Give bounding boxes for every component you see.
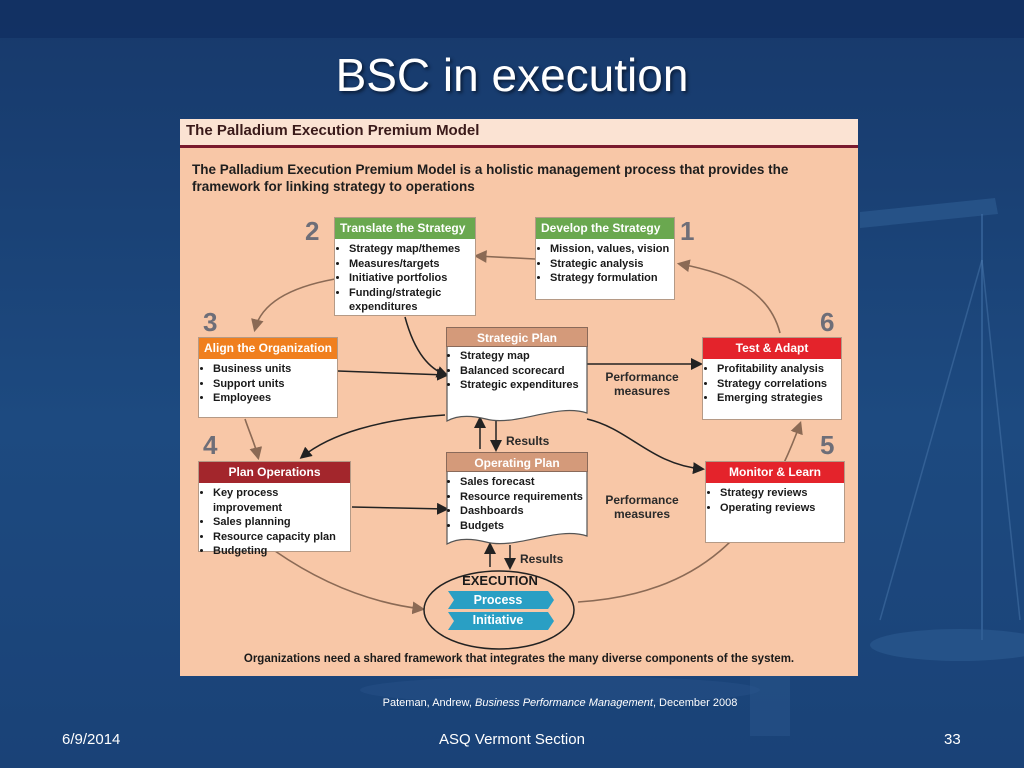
- performance-measures-bottom-line1: Performance: [605, 493, 679, 507]
- test-adapt-list: Profitability analysisStrategy correlati…: [703, 362, 841, 406]
- align-organization-title: Align the Organization: [199, 338, 337, 359]
- operating-plan-list: Sales forecastResource requirementsDashb…: [446, 475, 583, 533]
- step-number-3: 3: [203, 307, 218, 337]
- list-item: Dashboards: [460, 504, 583, 519]
- plan-operations-box: Plan Operations Key process improvementS…: [198, 461, 351, 557]
- plan-operations-title: Plan Operations: [199, 462, 350, 483]
- palladium-figure: The Palladium Execution Premium Model Th…: [180, 119, 858, 676]
- list-item: Strategy map: [460, 349, 579, 364]
- list-item: Mission, values, vision: [550, 242, 674, 257]
- list-item: Balanced scorecard: [460, 364, 579, 379]
- list-item: Resource requirements: [460, 490, 583, 505]
- strategic-plan-shape: [446, 327, 588, 423]
- performance-measures-top-line2: measures: [613, 384, 671, 398]
- test-adapt-box: Test & Adapt Profitability analysisStrat…: [702, 337, 842, 420]
- plan-operations-list: Key process improvementSales planningRes…: [199, 486, 350, 559]
- translate-strategy-list: Strategy map/themesMeasures/targetsIniti…: [335, 242, 475, 315]
- operating-plan-title: Operating Plan: [446, 452, 588, 472]
- list-item: Sales forecast: [460, 475, 583, 490]
- list-item: Support units: [213, 377, 337, 392]
- caption-author: Pateman, Andrew,: [382, 697, 475, 709]
- execution-title: EXECUTION: [462, 573, 538, 588]
- step-number-4: 4: [203, 430, 218, 460]
- list-item: Key process improvement: [213, 486, 350, 515]
- list-item: Strategic analysis: [550, 257, 674, 272]
- step-number-2: 2: [305, 216, 320, 246]
- translate-strategy-title: Translate the Strategy: [335, 218, 475, 239]
- performance-measures-top-line1: Performance: [605, 370, 679, 384]
- figure-bottom-note: Organizations need a shared framework th…: [243, 653, 795, 665]
- step-number-1: 1: [680, 216, 695, 246]
- monitor-learn-title: Monitor & Learn: [706, 462, 844, 483]
- list-item: Initiative portfolios: [349, 271, 475, 286]
- caption-date: , December 2008: [652, 697, 738, 709]
- source-caption: Pateman, Andrew, Business Performance Ma…: [0, 697, 1024, 709]
- align-organization-box: Align the Organization Business unitsSup…: [198, 337, 338, 418]
- develop-strategy-list: Mission, values, visionStrategic analysi…: [536, 242, 674, 286]
- performance-measures-top-label: Performance measures: [592, 370, 692, 398]
- footer-center: ASQ Vermont Section: [439, 731, 585, 748]
- footer-page-number: 33: [944, 731, 961, 748]
- execution-ellipse: [423, 570, 575, 650]
- list-item: Budgets: [460, 519, 583, 534]
- list-item: Funding/strategic expenditures: [349, 286, 475, 315]
- execution-process-label: Process: [473, 593, 523, 607]
- list-item: Strategy map/themes: [349, 242, 475, 257]
- list-item: Profitability analysis: [717, 362, 841, 377]
- list-item: Operating reviews: [720, 501, 844, 516]
- list-item: Emerging strategies: [717, 391, 841, 406]
- figure-intro: The Palladium Execution Premium Model is…: [192, 162, 789, 194]
- list-item: Strategic expenditures: [460, 378, 579, 393]
- list-item: Business units: [213, 362, 337, 377]
- align-organization-list: Business unitsSupport unitsEmployees: [199, 362, 337, 406]
- strategic-plan-list: Strategy mapBalanced scorecardStrategic …: [446, 349, 579, 393]
- step-number-5: 5: [820, 430, 835, 460]
- step-number-6: 6: [820, 307, 835, 337]
- list-item: Resource capacity plan: [213, 530, 350, 545]
- monitor-learn-list: Strategy reviewsOperating reviews: [706, 486, 844, 515]
- develop-strategy-box: Develop the Strategy Mission, values, vi…: [535, 217, 675, 300]
- list-item: Employees: [213, 391, 337, 406]
- strategic-plan-title: Strategic Plan: [446, 327, 588, 347]
- list-item: Strategy correlations: [717, 377, 841, 392]
- figure-header: The Palladium Execution Premium Model: [180, 119, 858, 148]
- slide-title: BSC in execution: [335, 49, 689, 101]
- operating-plan-shape: [446, 452, 588, 546]
- list-item: Sales planning: [213, 515, 350, 530]
- figure-title: The Palladium Execution Premium Model: [186, 122, 480, 139]
- performance-measures-bottom-label: Performance measures: [592, 493, 692, 521]
- test-adapt-title: Test & Adapt: [703, 338, 841, 359]
- list-item: Strategy reviews: [720, 486, 844, 501]
- performance-measures-bottom-line2: measures: [613, 507, 671, 521]
- results-bottom-label: Results: [520, 552, 564, 566]
- monitor-learn-box: Monitor & Learn Strategy reviewsOperatin…: [705, 461, 845, 543]
- list-item: Strategy formulation: [550, 271, 674, 286]
- execution-initiative-label: Initiative: [472, 613, 524, 627]
- list-item: Budgeting: [213, 544, 350, 559]
- list-item: Measures/targets: [349, 257, 475, 272]
- translate-strategy-box: Translate the Strategy Strategy map/them…: [334, 217, 476, 316]
- develop-strategy-title: Develop the Strategy: [536, 218, 674, 239]
- caption-source: Business Performance Management: [475, 697, 653, 709]
- footer-date: 6/9/2014: [62, 731, 121, 748]
- results-top-label: Results: [506, 434, 550, 448]
